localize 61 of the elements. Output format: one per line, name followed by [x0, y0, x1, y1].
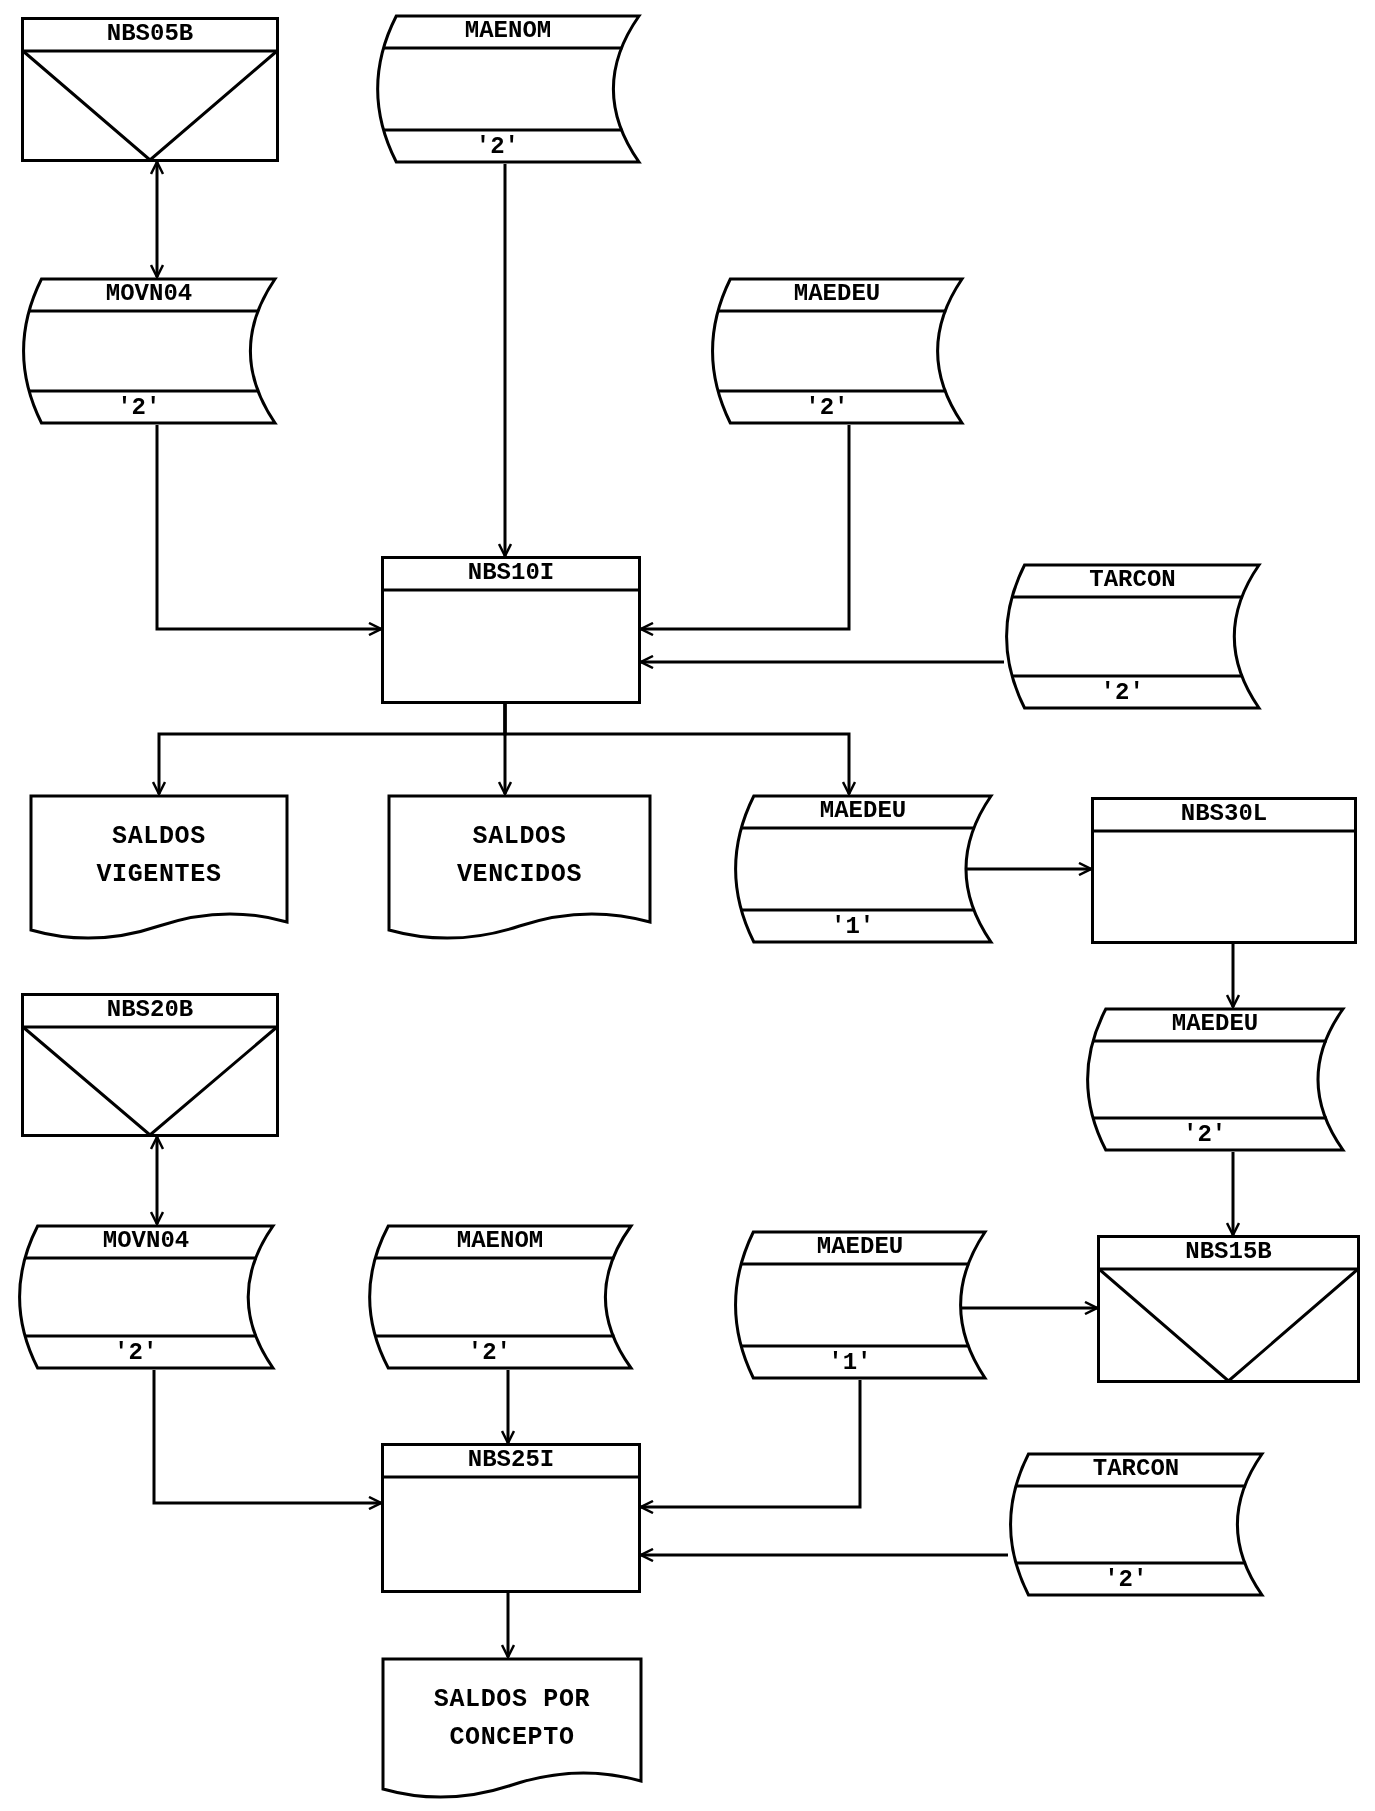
program-name: NBS30L — [1180, 800, 1268, 828]
tape-file-symbol — [710, 277, 964, 425]
flow-arrow — [639, 425, 851, 637]
record-code: '1' — [828, 1349, 872, 1377]
process-box — [381, 556, 641, 704]
offline-storage-symbol — [1097, 1235, 1360, 1383]
tape-file-symbol — [1004, 563, 1261, 710]
offline-storage-symbol — [21, 993, 279, 1137]
offline-storage-symbol — [21, 17, 279, 162]
document-title: SALDOS VENCIDOS — [456, 821, 583, 891]
record-code: '2' — [1183, 1121, 1227, 1149]
flow-arrow — [149, 160, 165, 279]
process-box — [1091, 797, 1357, 944]
record-code: '2' — [1100, 679, 1144, 707]
document-title: SALDOS VIGENTES — [95, 821, 223, 891]
tape-file-symbol — [1008, 1452, 1264, 1597]
file-name: MAEDEU — [793, 280, 881, 308]
record-code: '2' — [117, 394, 161, 422]
flow-arrow — [639, 654, 1004, 670]
tape-file-symbol — [21, 277, 277, 425]
file-name: MAENOM — [464, 17, 552, 45]
flow-arrow — [967, 861, 1093, 877]
flow-arrow — [639, 1547, 1008, 1563]
record-code: '2' — [805, 394, 849, 422]
flow-arrow — [500, 1370, 516, 1445]
program-name: NBS05B — [106, 20, 194, 48]
record-code: '2' — [1104, 1566, 1148, 1594]
file-name: TARCON — [1092, 1455, 1180, 1483]
record-code: '2' — [467, 1339, 511, 1367]
file-name: TARCON — [1089, 566, 1176, 594]
flow-arrow — [155, 425, 383, 637]
file-name: MAEDEU — [819, 797, 907, 825]
process-box — [381, 1443, 641, 1593]
tape-file-symbol — [375, 14, 641, 164]
program-name: NBS25I — [467, 1446, 555, 1474]
flow-arrow — [500, 1593, 516, 1659]
tape-file-symbol — [733, 1230, 987, 1380]
program-name: NBS10I — [467, 559, 555, 587]
tape-file-symbol — [367, 1224, 633, 1370]
file-name: MOVN04 — [102, 1227, 190, 1255]
record-code: '2' — [475, 133, 519, 161]
flow-arrow — [149, 1135, 165, 1226]
flow-arrow — [503, 704, 857, 796]
record-code: '1' — [831, 913, 875, 941]
flow-arrow — [1225, 944, 1241, 1009]
program-name: NBS20B — [106, 996, 194, 1024]
flow-arrow — [1225, 1152, 1241, 1237]
flow-arrow — [497, 164, 513, 558]
flow-arrow — [152, 1370, 383, 1511]
tape-file-symbol — [733, 794, 993, 944]
record-code: '2' — [114, 1339, 158, 1367]
tape-file-symbol — [1085, 1007, 1345, 1152]
document-title: SALDOS POR CONCEPTO — [432, 1684, 592, 1754]
file-name: MAENOM — [456, 1227, 544, 1255]
file-name: MAEDEU — [1171, 1010, 1259, 1038]
tape-file-symbol — [17, 1224, 275, 1370]
flow-arrow — [639, 1380, 862, 1515]
file-name: MAEDEU — [816, 1233, 904, 1261]
program-name: NBS15B — [1185, 1238, 1272, 1266]
flow-arrow — [961, 1300, 1099, 1316]
file-name: MOVN04 — [105, 280, 193, 308]
